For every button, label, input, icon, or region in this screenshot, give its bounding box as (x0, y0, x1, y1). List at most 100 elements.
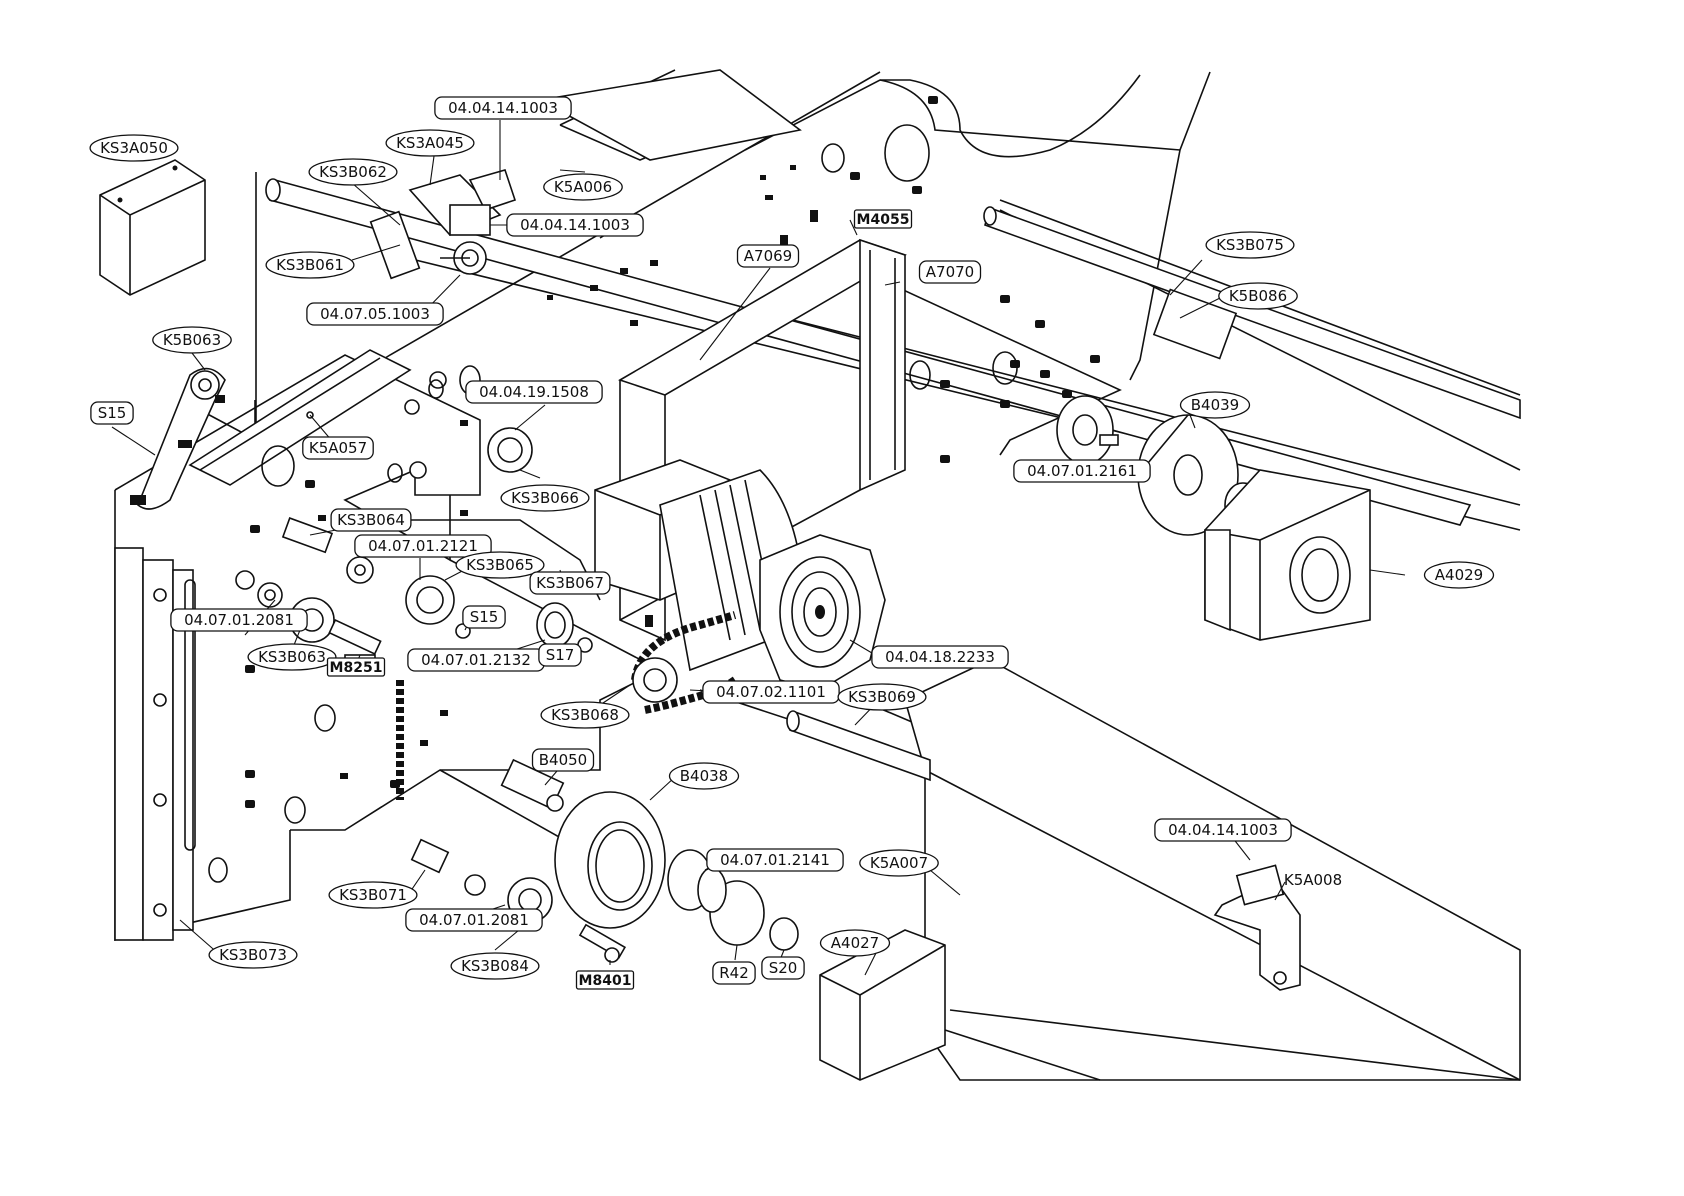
callout-ks3a045: KS3A045 (385, 129, 475, 157)
callout-frame-k5a057 (302, 436, 374, 460)
callout-text-b4038: B4038 (680, 767, 728, 785)
callout-p0404182233: 04.04.18.2233 (871, 645, 1009, 669)
callout-ks3b069: KS3B069 (837, 683, 927, 711)
callout-frame-a7070 (918, 260, 982, 284)
callout-text-ks3b065: KS3B065 (466, 556, 534, 574)
callout-text-ks3a050: KS3A050 (100, 139, 168, 157)
plate-rings (208, 124, 1018, 883)
callout-frame-ks3b066 (500, 484, 590, 512)
bracket-a4029 (1204, 469, 1371, 641)
callout-frame-p04041410031 (434, 96, 572, 120)
callout-ks3b064: KS3B064 (330, 508, 412, 532)
callout-frame-ks3b062 (308, 158, 398, 186)
callout-frame-ks3a050 (89, 134, 179, 162)
callout-k5b063: K5B063 (152, 326, 232, 354)
callout-text-p0407012161: 04.07.01.2161 (1027, 462, 1137, 480)
switch-assembly (369, 169, 517, 280)
callout-text-p0404182233: 04.04.18.2233 (885, 648, 995, 666)
callout-frame-k5b086 (1218, 282, 1298, 310)
callout-frame-m8401 (575, 970, 635, 990)
callout-s15b: S15 (462, 605, 506, 629)
callout-m8401: M8401 (575, 970, 635, 990)
callout-frame-ks3b069 (837, 683, 927, 711)
callout-text-k5a007: K5A007 (870, 854, 928, 872)
callout-frame-r42 (712, 961, 756, 985)
callout-text-k5a057: K5A057 (309, 439, 367, 457)
callout-b4039: B4039 (1179, 391, 1251, 419)
callout-p0407012141: 04.07.01.2141 (706, 848, 844, 872)
callout-text-ks3b084: KS3B084 (461, 957, 529, 975)
callout-p04070120811: 04.07.01.2081 (170, 608, 308, 632)
callout-s17: S17 (538, 643, 582, 667)
callout-ks3b065: KS3B065 (455, 551, 545, 579)
rail-bar (188, 349, 412, 486)
callout-frame-ks3b063 (247, 643, 337, 671)
callout-text-s15a: S15 (98, 404, 127, 422)
callout-text-ks3b061: KS3B061 (276, 256, 344, 274)
callout-ks3a050: KS3A050 (89, 134, 179, 162)
callout-text-s17: S17 (546, 646, 575, 664)
callout-text-k5b086: K5B086 (1229, 287, 1287, 305)
callout-text-ks3b069: KS3B069 (848, 688, 916, 706)
callout-frame-s17 (538, 643, 582, 667)
callout-text-m8251: M8251 (330, 660, 383, 676)
callout-frame-p0407012161 (1013, 459, 1151, 483)
rollers (554, 414, 1262, 929)
callout-frame-b4038 (668, 762, 740, 790)
callout-frame-m8251 (326, 657, 386, 677)
callout-text-p04041410032: 04.04.14.1003 (520, 216, 630, 234)
callout-ks3b084: KS3B084 (450, 952, 540, 980)
callout-text-m8401: M8401 (579, 973, 632, 989)
callout-m8251: M8251 (326, 657, 386, 677)
callout-frame-ks3b071 (328, 881, 418, 909)
callout-frame-p04070120811 (170, 608, 308, 632)
callout-p04041410032: 04.04.14.1003 (506, 213, 644, 237)
callout-frame-b4050 (531, 748, 595, 772)
callout-frame-m4055 (853, 209, 913, 229)
callout-text-s20: S20 (769, 959, 798, 977)
callout-text-p0407012121: 04.07.01.2121 (368, 537, 478, 555)
callout-frame-ks3b084 (450, 952, 540, 980)
callout-text-k5a006: K5A006 (554, 178, 612, 196)
callout-text-ks3b067: KS3B067 (536, 574, 604, 592)
callout-text-m4055: M4055 (857, 212, 910, 228)
callout-frame-b4039 (1179, 391, 1251, 419)
callout-text-p04041410033: 04.04.14.1003 (1168, 821, 1278, 839)
callout-frame-a4029 (1423, 561, 1495, 589)
callout-text-k5a008: K5A008 (1284, 871, 1342, 889)
box-ks3a050 (99, 159, 206, 296)
callout-frame-p0407021101 (702, 680, 840, 704)
callout-text-ks3a045: KS3A045 (396, 134, 464, 152)
callout-a7069: A7069 (736, 244, 800, 268)
callout-b4038: B4038 (668, 762, 740, 790)
callout-text-b4050: B4050 (539, 751, 587, 769)
callout-p0404191508: 04.04.19.1508 (465, 380, 603, 404)
vertical-slide (114, 547, 196, 941)
callout-frame-p0404182233 (871, 645, 1009, 669)
callout-ks3b067: KS3B067 (529, 571, 611, 595)
callout-frame-ks3b073 (208, 941, 298, 969)
callout-p0407012161: 04.07.01.2161 (1013, 459, 1151, 483)
callout-ks3b071: KS3B071 (328, 881, 418, 909)
callout-text-ks3b064: KS3B064 (337, 511, 405, 529)
callout-frame-p04070120812 (405, 908, 543, 932)
callout-k5a008: K5A008 (1284, 871, 1342, 889)
callout-text-r42: R42 (719, 964, 749, 982)
callout-text-ks3b068: KS3B068 (551, 706, 619, 724)
callout-text-p0404191508: 04.04.19.1508 (479, 383, 589, 401)
callout-frame-k5a007 (859, 849, 939, 877)
callout-text-p0407021101: 04.07.02.1101 (716, 683, 826, 701)
callout-frame-s15b (462, 605, 506, 629)
callout-p04041410031: 04.04.14.1003 (434, 96, 572, 120)
callout-frame-s15a (90, 401, 134, 425)
callout-text-ks3b075: KS3B075 (1216, 236, 1284, 254)
callout-r42: R42 (712, 961, 756, 985)
callout-text-ks3b071: KS3B071 (339, 886, 407, 904)
callout-ks3b061: KS3B061 (265, 251, 355, 279)
callout-text-p0407012132: 04.07.01.2132 (421, 651, 531, 669)
callout-k5b086: K5B086 (1218, 282, 1298, 310)
callout-text-ks3b066: KS3B066 (511, 489, 579, 507)
callout-p0407012121: 04.07.01.2121 (354, 534, 492, 558)
callout-text-ks3b063: KS3B063 (258, 648, 326, 666)
